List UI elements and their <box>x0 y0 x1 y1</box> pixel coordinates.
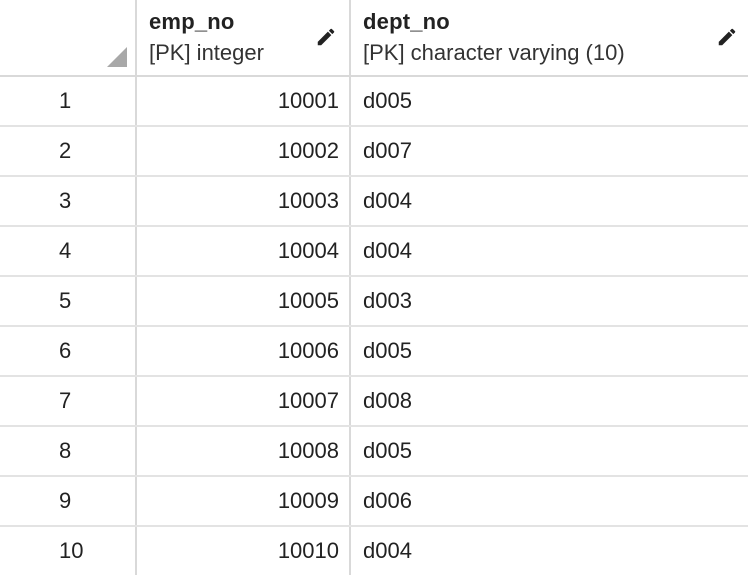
select-all-corner[interactable] <box>0 0 137 75</box>
row-number[interactable]: 5 <box>0 277 137 325</box>
row-number[interactable]: 4 <box>0 227 137 275</box>
column-header-dept-no[interactable]: dept_no [PK] character varying (10) <box>351 0 748 75</box>
table-row[interactable]: 10 10010 d004 <box>0 527 748 577</box>
cell-emp-no[interactable]: 10007 <box>137 377 351 425</box>
cell-emp-no[interactable]: 10001 <box>137 77 351 125</box>
column-type: [PK] integer <box>149 40 264 65</box>
select-all-triangle-icon[interactable] <box>107 47 127 67</box>
cell-dept-no[interactable]: d003 <box>363 288 412 313</box>
cell-dept-no[interactable]: d004 <box>363 538 412 563</box>
row-number[interactable]: 1 <box>0 77 137 125</box>
cell-emp-no[interactable]: 10010 <box>137 527 351 575</box>
column-header-emp-no[interactable]: emp_no [PK] integer <box>137 0 351 75</box>
cell-dept-no[interactable]: d008 <box>363 388 412 413</box>
table-row[interactable]: 5 10005 d003 <box>0 277 748 327</box>
cell-emp-no[interactable]: 10008 <box>137 427 351 475</box>
pencil-icon[interactable] <box>315 26 337 48</box>
row-number[interactable]: 8 <box>0 427 137 475</box>
cell-emp-no[interactable]: 10004 <box>137 227 351 275</box>
cell-dept-no[interactable]: d004 <box>363 188 412 213</box>
cell-dept-no[interactable]: d005 <box>363 338 412 363</box>
column-name: emp_no <box>149 9 235 34</box>
cell-dept-no[interactable]: d005 <box>363 438 412 463</box>
cell-emp-no[interactable]: 10006 <box>137 327 351 375</box>
row-number[interactable]: 3 <box>0 177 137 225</box>
grid-header: emp_no [PK] integer dept_no [PK] charact… <box>0 0 748 77</box>
table-row[interactable]: 2 10002 d007 <box>0 127 748 177</box>
row-number[interactable]: 9 <box>0 477 137 525</box>
cell-dept-no[interactable]: d004 <box>363 238 412 263</box>
column-type: [PK] character varying (10) <box>363 40 625 65</box>
table-row[interactable]: 1 10001 d005 <box>0 77 748 127</box>
table-row[interactable]: 4 10004 d004 <box>0 227 748 277</box>
table-row[interactable]: 8 10008 d005 <box>0 427 748 477</box>
row-number[interactable]: 2 <box>0 127 137 175</box>
cell-emp-no[interactable]: 10002 <box>137 127 351 175</box>
pencil-icon[interactable] <box>716 26 738 48</box>
cell-emp-no[interactable]: 10009 <box>137 477 351 525</box>
cell-dept-no[interactable]: d005 <box>363 88 412 113</box>
cell-emp-no[interactable]: 10003 <box>137 177 351 225</box>
row-number[interactable]: 10 <box>0 527 137 575</box>
cell-dept-no[interactable]: d006 <box>363 488 412 513</box>
cell-emp-no[interactable]: 10005 <box>137 277 351 325</box>
cell-dept-no[interactable]: d007 <box>363 138 412 163</box>
column-name: dept_no <box>363 9 450 34</box>
table-row[interactable]: 9 10009 d006 <box>0 477 748 527</box>
row-number[interactable]: 6 <box>0 327 137 375</box>
table-row[interactable]: 6 10006 d005 <box>0 327 748 377</box>
table-row[interactable]: 3 10003 d004 <box>0 177 748 227</box>
table-row[interactable]: 7 10007 d008 <box>0 377 748 427</box>
row-number[interactable]: 7 <box>0 377 137 425</box>
